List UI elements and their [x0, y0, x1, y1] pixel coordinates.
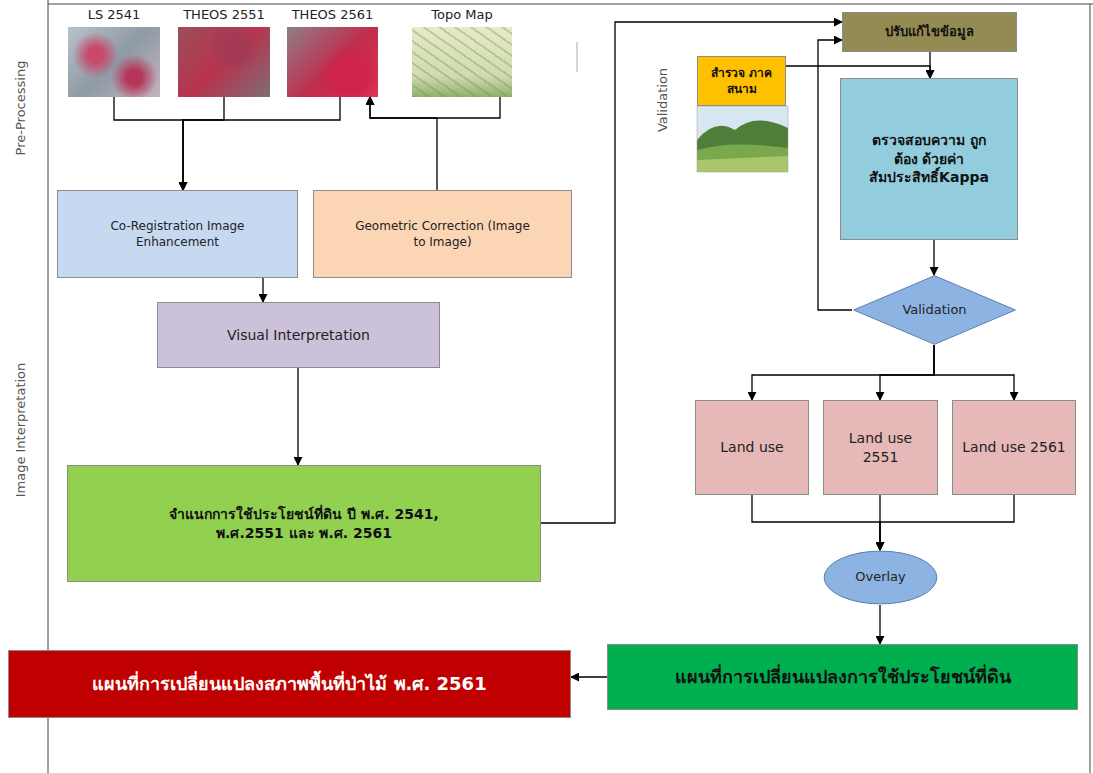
process-ellipse: Overlay	[823, 550, 938, 605]
flow-arrow	[786, 66, 930, 78]
flow-arrow	[880, 345, 934, 400]
flow-arrow	[370, 97, 437, 190]
node-text: Geometric Correction (Image to Image)	[354, 218, 531, 250]
process-box: ตรวจสอบความ ถูกต้อง ด้วยค่า สัมประสิทธิ์…	[840, 78, 1018, 240]
satellite-image: LS 2541	[68, 6, 160, 97]
image-label: THEOS 2551	[178, 6, 270, 24]
flow-arrow	[933, 240, 934, 275]
flow-arrow	[929, 52, 930, 78]
input-box: สำรวจ ภาคสนาม	[697, 56, 786, 106]
satellite-tile	[412, 27, 512, 97]
process-box: ปรับแก้ไขข้อมูล	[842, 12, 1017, 52]
node-text: Land use	[720, 438, 783, 457]
process-box: Visual Interpretation	[157, 302, 440, 368]
section-label: Validation	[655, 68, 670, 132]
topo-map-image: Topo Map	[412, 6, 512, 97]
satellite-image: THEOS 2551	[178, 6, 270, 97]
process-box: Co-Registration Image Enhancement	[57, 190, 298, 278]
node-text: Visual Interpretation	[227, 326, 370, 345]
flow-arrow	[262, 278, 263, 302]
decision-diamond: Validation	[852, 275, 1017, 345]
satellite-image: THEOS 2561	[287, 6, 378, 97]
node-text: สำรวจ ภาคสนาม	[702, 65, 781, 97]
flow-arrow	[752, 345, 934, 400]
node-text: Overlay	[855, 569, 906, 586]
image-label: Topo Map	[412, 6, 512, 24]
flow-arrow	[370, 97, 500, 118]
flow-arrow	[571, 676, 607, 677]
node-text: แผนที่การเปลี่ยนแปลงการใช้ประโยชน์ที่ดิน	[675, 665, 1011, 689]
node-text: Co-Registration Image Enhancement	[68, 218, 287, 250]
flow-arrow	[183, 97, 340, 190]
node-text: ตรวจสอบความ ถูกต้อง ด้วยค่า สัมประสิทธิ์…	[865, 131, 993, 188]
flow-arrow	[934, 345, 1014, 400]
result-box: จำแนกการใช้ประโยชน์ที่ดิน ปี พ.ศ. 2541, …	[67, 465, 541, 582]
flow-arrow	[114, 97, 183, 190]
flow-arrow	[880, 495, 1014, 550]
node-text: จำแนกการใช้ประโยชน์ที่ดิน ปี พ.ศ. 2541, …	[148, 505, 460, 543]
section-label: Pre-Processing	[13, 61, 28, 156]
result-box: แผนที่การเปลี่ยนแปลงการใช้ประโยชน์ที่ดิน	[607, 644, 1078, 710]
satellite-tile	[287, 27, 378, 97]
output-box: Land use	[695, 400, 809, 495]
flow-arrow	[297, 368, 298, 465]
node-text: Validation	[902, 302, 966, 319]
flow-arrow	[752, 495, 880, 550]
flow-arrow	[183, 97, 224, 190]
flow-arrow	[541, 22, 842, 523]
node-text: ปรับแก้ไขข้อมูล	[885, 23, 974, 41]
final-result-box: แผนที่การเปลี่ยนแปลงสภาพพื้นที่ป่าไม้ พ.…	[8, 650, 571, 718]
output-box: Land use 2561	[952, 400, 1076, 495]
satellite-tile	[178, 27, 270, 97]
node-text: แผนที่การเปลี่ยนแปลงสภาพพื้นที่ป่าไม้ พ.…	[92, 672, 486, 696]
flow-arrow	[879, 605, 880, 644]
image-label: LS 2541	[68, 6, 160, 24]
node-text: Land use 2551	[832, 429, 929, 467]
process-box: Geometric Correction (Image to Image)	[313, 190, 572, 278]
output-box: Land use 2551	[823, 400, 938, 495]
section-label: Image Interpretation	[13, 363, 28, 498]
node-text: Land use 2561	[962, 438, 1065, 457]
satellite-tile	[68, 27, 160, 97]
image-label: THEOS 2561	[287, 6, 378, 24]
